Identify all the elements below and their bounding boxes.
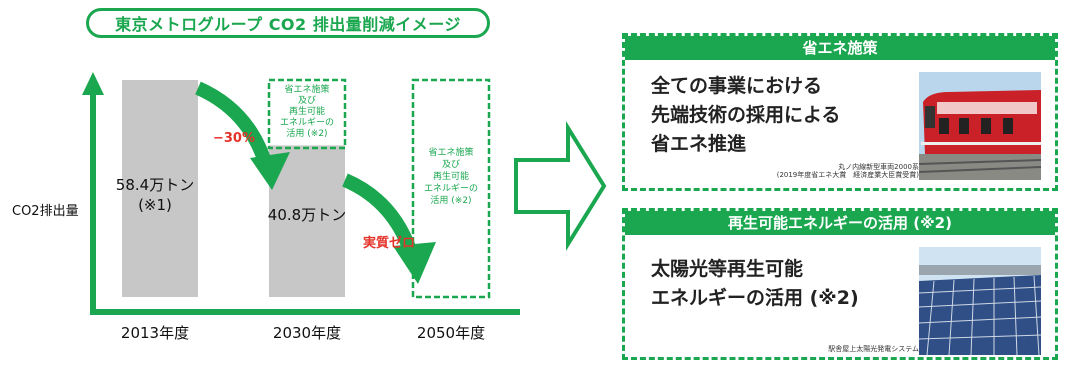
annotation-net-zero: 実質ゼロ <box>363 235 415 251</box>
box-2050-line: 及び <box>442 159 460 170</box>
box-2050-line: 省エネ施策 <box>428 146 473 158</box>
y-axis-arrowhead <box>82 72 104 95</box>
panel-energy-saving: 省エネ施策 全ての事業における 先端技術の採用による 省エネ推進 丸ノ内線新型車… <box>622 33 1058 191</box>
photo-caption: 丸ノ内線新型車両2000系 (2019年度省エネ大賞 経済産業大臣賞受賞) <box>739 163 919 179</box>
panel-renewable-header: 再生可能エネルギーの活用 (※2) <box>625 211 1055 235</box>
train-photo <box>919 72 1041 180</box>
reduction-box-line: 再生可能 <box>289 105 325 117</box>
reduction-box-line: 及び <box>298 95 316 106</box>
x-tick-2013: 2013年度 <box>121 324 189 342</box>
bar-label-2013: 58.4万トン <box>116 176 194 194</box>
reduction-box-line: 省エネ施策 <box>284 83 329 95</box>
reduction-arrow-2 <box>342 173 417 253</box>
x-tick-2030: 2030年度 <box>273 324 341 342</box>
transition-arrow <box>514 120 607 252</box>
box-2050-line: 活用 (※2) <box>430 194 471 206</box>
panel-energy-line: 全ての事業における <box>651 75 823 97</box>
chart-title: 東京メトログループ CO2 排出量削減イメージ <box>86 8 490 38</box>
y-axis-label: CO2排出量 <box>12 204 79 219</box>
bar-2030 <box>269 145 345 297</box>
reduction-arrow-1 <box>195 81 272 165</box>
x-tick-2050: 2050年度 <box>417 324 485 342</box>
box-2050 <box>411 78 491 299</box>
panel-energy-text: 全ての事業における 先端技術の採用による 省エネ推進 <box>651 72 840 159</box>
bar-sublabel-2013: (※1) <box>138 196 172 214</box>
panel-energy-line: 省エネ推進 <box>651 133 747 155</box>
reduction-arrowhead-2 <box>393 242 436 284</box>
panel-energy-line: 先端技術の採用による <box>651 104 841 126</box>
caption-line: (2019年度省エネ大賞 経済産業大臣賞受賞) <box>776 171 919 179</box>
box-2050-line: 再生可能 <box>433 170 469 182</box>
bar-label-2030: 40.8万トン <box>268 206 346 224</box>
panel-renewable: 再生可能エネルギーの活用 (※2) 太陽光等再生可能 エネルギーの活用 (※2)… <box>622 208 1058 360</box>
annotation-minus-30: −30% <box>213 131 255 146</box>
bar-2013 <box>122 80 198 297</box>
reduction-box-line: エネルギーの <box>280 117 334 128</box>
box-2050-line: エネルギーの <box>424 183 478 194</box>
panel-renewable-line: 太陽光等再生可能 <box>651 258 804 280</box>
train-image <box>919 72 1041 180</box>
panel-energy-header: 省エネ施策 <box>625 36 1055 60</box>
caption-line: 駅舎屋上太陽光発電システム <box>828 345 919 353</box>
panel-renewable-line: エネルギーの活用 (※2) <box>651 287 859 309</box>
reduction-box-line: 活用 (※2) <box>286 127 327 139</box>
solar-photo <box>919 247 1041 355</box>
reduction-arrowhead-1 <box>250 152 290 190</box>
caption-line: 丸ノ内線新型車両2000系 <box>838 163 919 171</box>
solar-panel-image <box>919 247 1041 355</box>
photo-caption: 駅舎屋上太陽光発電システム <box>799 345 919 353</box>
reduction-box-2030 <box>267 78 347 150</box>
panel-renewable-text: 太陽光等再生可能 エネルギーの活用 (※2) <box>651 255 859 313</box>
